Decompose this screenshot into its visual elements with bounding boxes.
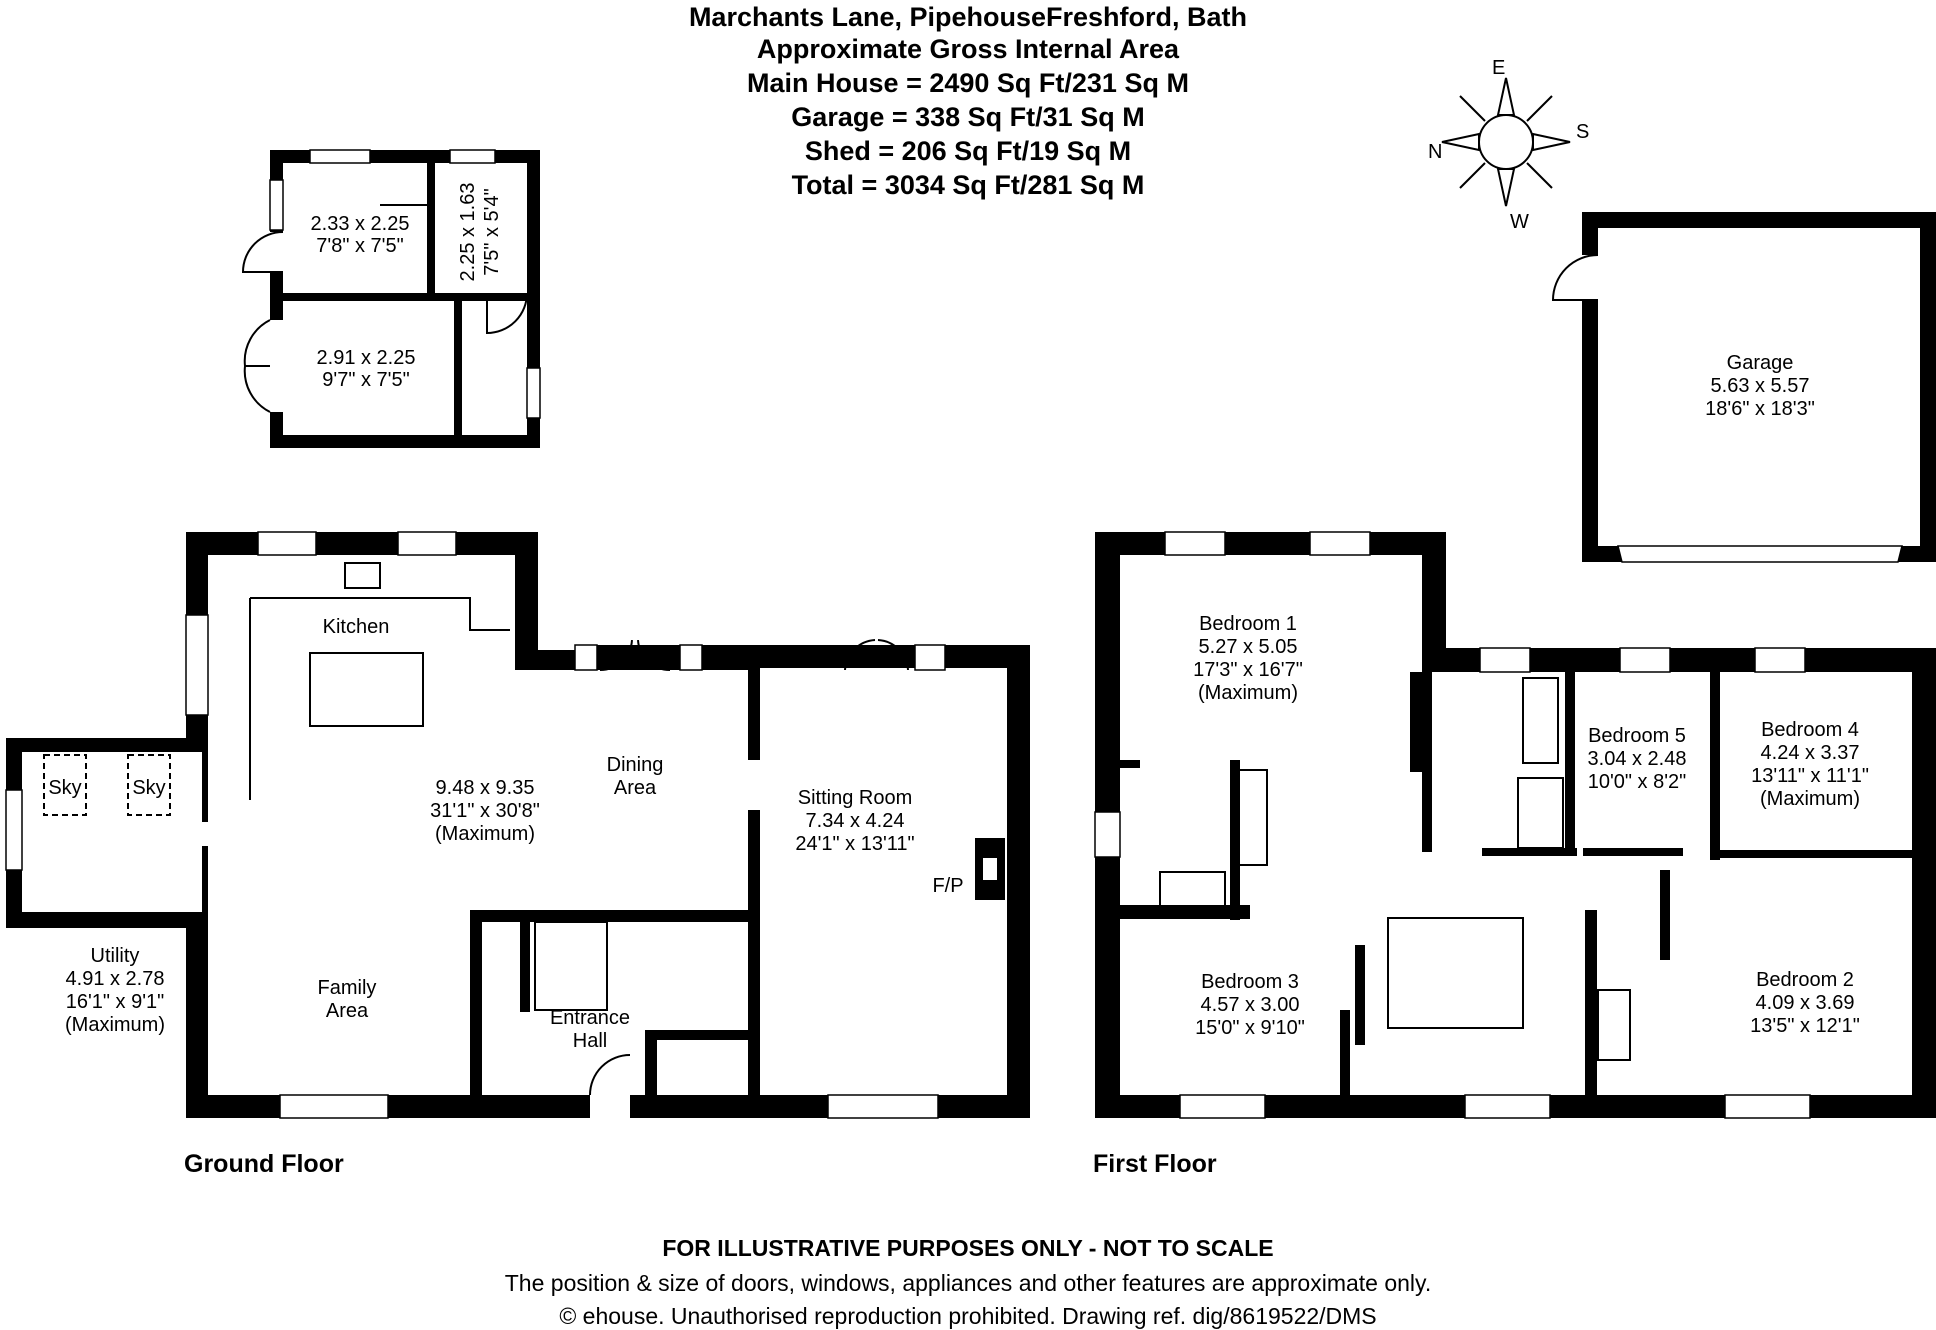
shed-plan <box>241 149 541 448</box>
ground-floor-plan <box>185 531 1030 1119</box>
bedroom5-name: Bedroom 5 <box>1588 725 1686 747</box>
dining-label-1: Dining <box>606 754 664 776</box>
bedroom5-metric: 3.04 x 2.48 <box>1587 748 1687 770</box>
dining-label-2: Area <box>613 777 657 799</box>
garage-name: Garage <box>1726 352 1794 374</box>
family-label-2: Area <box>325 1000 369 1022</box>
entrance-label-2: Hall <box>572 1030 608 1052</box>
sitting-room-imperial: 24'1" x 13'11" <box>795 833 915 855</box>
shed-room-b-imperial: 7'5" x 5'4" <box>481 188 503 276</box>
bedroom1-imperial: 17'3" x 16'7" <box>1193 659 1303 681</box>
shed-room-a-imperial: 7'8" x 7'5" <box>316 235 404 257</box>
compass-north-label: N <box>1428 141 1443 163</box>
main-room-imperial: 31'1" x 30'8" <box>430 800 540 822</box>
sky-label-1: Sky <box>48 777 82 799</box>
entrance-label-1: Entrance <box>549 1007 631 1029</box>
utility-imperial: 16'1" x 9'1" <box>65 991 165 1013</box>
shed-area: Shed = 206 Sq Ft/19 Sq M <box>804 136 1132 166</box>
sky-label-2: Sky <box>132 777 166 799</box>
first-floor-plan <box>1094 531 1936 1119</box>
ground-floor-title: Ground Floor <box>184 1150 344 1178</box>
shed-room-b-dims: 2.25 x 1.63 7'5" x 5'4" <box>456 162 504 302</box>
compass-icon <box>1441 77 1571 207</box>
bedroom4-imperial: 13'11" x 11'1" <box>1751 765 1869 787</box>
bedroom3-metric: 4.57 x 3.00 <box>1200 994 1300 1016</box>
bedroom1-name: Bedroom 1 <box>1199 613 1297 635</box>
utility-note: (Maximum) <box>65 1014 165 1036</box>
garage-plan <box>1551 212 1936 563</box>
shed-room-a-metric: 2.33 x 2.25 <box>310 213 410 235</box>
garage-area: Garage = 338 Sq Ft/31 Sq M <box>791 102 1145 132</box>
garage-metric: 5.63 x 5.57 <box>1710 375 1810 397</box>
sitting-room-name: Sitting Room <box>797 787 913 809</box>
bedroom5-imperial: 10'0" x 8'2" <box>1587 771 1687 793</box>
bedroom2-metric: 4.09 x 3.69 <box>1755 992 1855 1014</box>
bedroom2-name: Bedroom 2 <box>1756 969 1854 991</box>
copyright-text: © ehouse. Unauthorised reproduction proh… <box>559 1303 1377 1329</box>
bedroom1-metric: 5.27 x 5.05 <box>1198 636 1298 658</box>
shed-room-b-metric: 2.25 x 1.63 <box>457 182 479 282</box>
garage-imperial: 18'6" x 18'3" <box>1705 398 1815 420</box>
first-floor-title: First Floor <box>1093 1150 1217 1178</box>
compass-east-label: E <box>1492 57 1506 79</box>
bedroom4-metric: 4.24 x 3.37 <box>1760 742 1860 764</box>
kitchen-label: Kitchen <box>322 616 390 638</box>
bedroom3-name: Bedroom 3 <box>1201 971 1299 993</box>
compass-south-label: S <box>1576 121 1590 143</box>
address-title: Marchants Lane, PipehouseFreshford, Bath <box>688 2 1248 32</box>
main-room-metric: 9.48 x 9.35 <box>435 777 535 799</box>
family-label-1: Family <box>317 977 377 999</box>
main-room-note: (Maximum) <box>435 823 535 845</box>
main-house-area: Main House = 2490 Sq Ft/231 Sq M <box>747 68 1189 98</box>
total-area: Total = 3034 Sq Ft/281 Sq M <box>791 170 1145 200</box>
disclaimer-text: The position & size of doors, windows, a… <box>504 1270 1432 1296</box>
area-subtitle: Approximate Gross Internal Area <box>756 34 1180 64</box>
disclaimer-title: FOR ILLUSTRATIVE PURPOSES ONLY - NOT TO … <box>662 1235 1274 1261</box>
bedroom3-imperial: 15'0" x 9'10" <box>1195 1017 1305 1039</box>
shed-room-c-imperial: 9'7" x 7'5" <box>322 369 410 391</box>
sitting-room-metric: 7.34 x 4.24 <box>805 810 905 832</box>
compass-west-label: W <box>1510 211 1529 233</box>
utility-name: Utility <box>90 945 140 967</box>
bedroom2-imperial: 13'5" x 12'1" <box>1750 1015 1860 1037</box>
bedroom4-note: (Maximum) <box>1760 788 1860 810</box>
bedroom1-note: (Maximum) <box>1198 682 1298 704</box>
utility-metric: 4.91 x 2.78 <box>65 968 165 990</box>
utility-plan <box>5 738 210 928</box>
fireplace-label: F/P <box>932 875 964 897</box>
shed-room-c-metric: 2.91 x 2.25 <box>316 347 416 369</box>
bedroom4-name: Bedroom 4 <box>1761 719 1859 741</box>
